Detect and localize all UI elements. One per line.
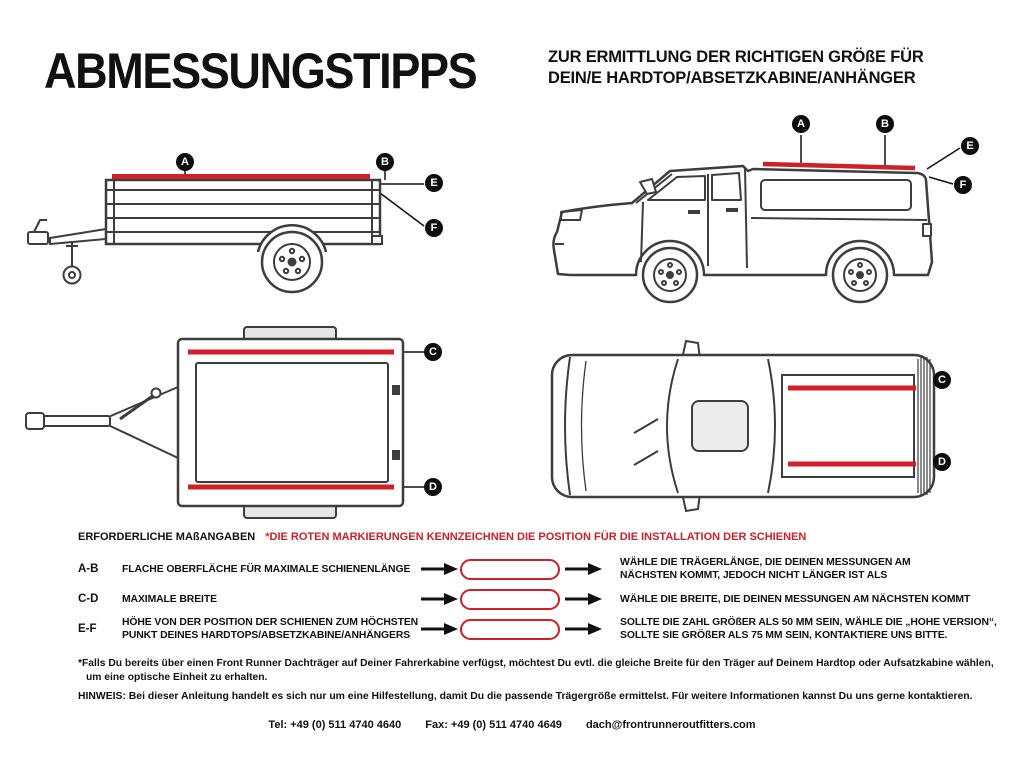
trailer-top-view: C D bbox=[20, 325, 460, 520]
marker-a-trailer-side: A bbox=[176, 153, 194, 171]
trailer-side-view: A B E F bbox=[20, 140, 460, 320]
row-label: HÖHE VON DER POSITION DER SCHIENEN ZUM H… bbox=[122, 617, 419, 641]
measurement-rows: A-B FLACHE OBERFLÄCHE FÜR MAXIMALE SCHIE… bbox=[78, 554, 1008, 644]
footnote-line2: um eine optische Einheit zu erhalten. bbox=[86, 672, 268, 684]
arrow-right-icon bbox=[420, 563, 460, 575]
arrow-right-icon bbox=[564, 593, 620, 605]
measurement-value-box bbox=[460, 618, 560, 640]
red-markings-note: *DIE ROTEN MARKIERUNGEN KENNZEICHNEN DIE… bbox=[265, 531, 807, 543]
row-result: SOLLTE DIE ZAHL GRÖßER ALS 50 MM SEIN, W… bbox=[620, 617, 997, 641]
tel-text: Tel: +49 (0) 511 4740 4640 bbox=[268, 719, 402, 731]
row-label: MAXIMALE BREITE bbox=[122, 593, 217, 605]
marker-c-truck-top: C bbox=[933, 371, 951, 389]
measurement-row-ab: A-B FLACHE OBERFLÄCHE FÜR MAXIMALE SCHIE… bbox=[78, 554, 1008, 584]
marker-f-truck-side: F bbox=[954, 176, 972, 194]
arrow-right-icon bbox=[420, 593, 460, 605]
row-key: C-D bbox=[78, 592, 99, 605]
marker-f-trailer-side: F bbox=[425, 219, 443, 237]
marker-d-trailer-top: D bbox=[424, 478, 442, 496]
row-label: FLACHE OBERFLÄCHE FÜR MAXIMALE SCHIENENL… bbox=[122, 563, 411, 575]
measurements-title: ERFORDERLICHE MAßANGABEN bbox=[78, 531, 256, 543]
hinweis-note: HINWEIS: Bei dieser Anleitung handelt es… bbox=[78, 691, 973, 702]
measurement-value-box bbox=[460, 588, 560, 610]
marker-e-truck-side: E bbox=[961, 137, 979, 155]
measurement-row-ef: E-F HÖHE VON DER POSITION DER SCHIENEN Z… bbox=[78, 614, 1008, 644]
marker-a-truck-side: A bbox=[792, 115, 810, 133]
trailer-side-drawing bbox=[27, 168, 425, 294]
fax-text: Fax: +49 (0) 511 4740 4649 bbox=[425, 719, 562, 731]
arrow-right-icon bbox=[420, 623, 460, 635]
truck-side-view: A B E F bbox=[530, 110, 1000, 320]
measurements-header: ERFORDERLICHE MAßANGABEN *DIE ROTEN MARK… bbox=[78, 531, 806, 543]
row-result: WÄHLE DIE BREITE, DIE DEINEN MESSUNGEN A… bbox=[620, 593, 971, 605]
trailer-top-drawing bbox=[25, 326, 424, 519]
page-subtitle: ZUR ERMITTLUNG DER RICHTIGEN GRÖßE FÜR D… bbox=[548, 48, 924, 88]
row-key: E-F bbox=[78, 622, 97, 635]
truck-side-drawing bbox=[552, 135, 961, 304]
row-key: A-B bbox=[78, 562, 99, 575]
marker-d-truck-top: D bbox=[933, 453, 951, 471]
measurement-value-box bbox=[460, 558, 560, 580]
footnote: *Falls Du bereits über einen Front Runne… bbox=[78, 657, 1018, 686]
marker-b-trailer-side: B bbox=[376, 153, 394, 171]
arrow-right-icon bbox=[564, 563, 620, 575]
truck-top-view: C D bbox=[530, 335, 1000, 525]
page-title: ABMESSUNGSTIPPS bbox=[44, 43, 478, 99]
marker-c-trailer-top: C bbox=[424, 343, 442, 361]
contact-footer: Tel: +49 (0) 511 4740 4640 Fax: +49 (0) … bbox=[0, 719, 1024, 731]
truck-top-drawing bbox=[550, 339, 936, 513]
footnote-line1: *Falls Du bereits über einen Front Runne… bbox=[78, 658, 994, 669]
arrow-right-icon bbox=[564, 623, 620, 635]
email-text: dach@frontrunneroutfitters.com bbox=[585, 719, 756, 731]
row-result: WÄHLE DIE TRÄGERLÄNGE, DIE DEINEN MESSUN… bbox=[620, 557, 911, 581]
rail-marking-red-line bbox=[762, 161, 916, 171]
marker-e-trailer-side: E bbox=[425, 174, 443, 192]
measurement-row-cd: C-D MAXIMALE BREITE WÄHLE DIE BREITE, DI… bbox=[78, 584, 1008, 614]
marker-b-truck-side: B bbox=[876, 115, 894, 133]
